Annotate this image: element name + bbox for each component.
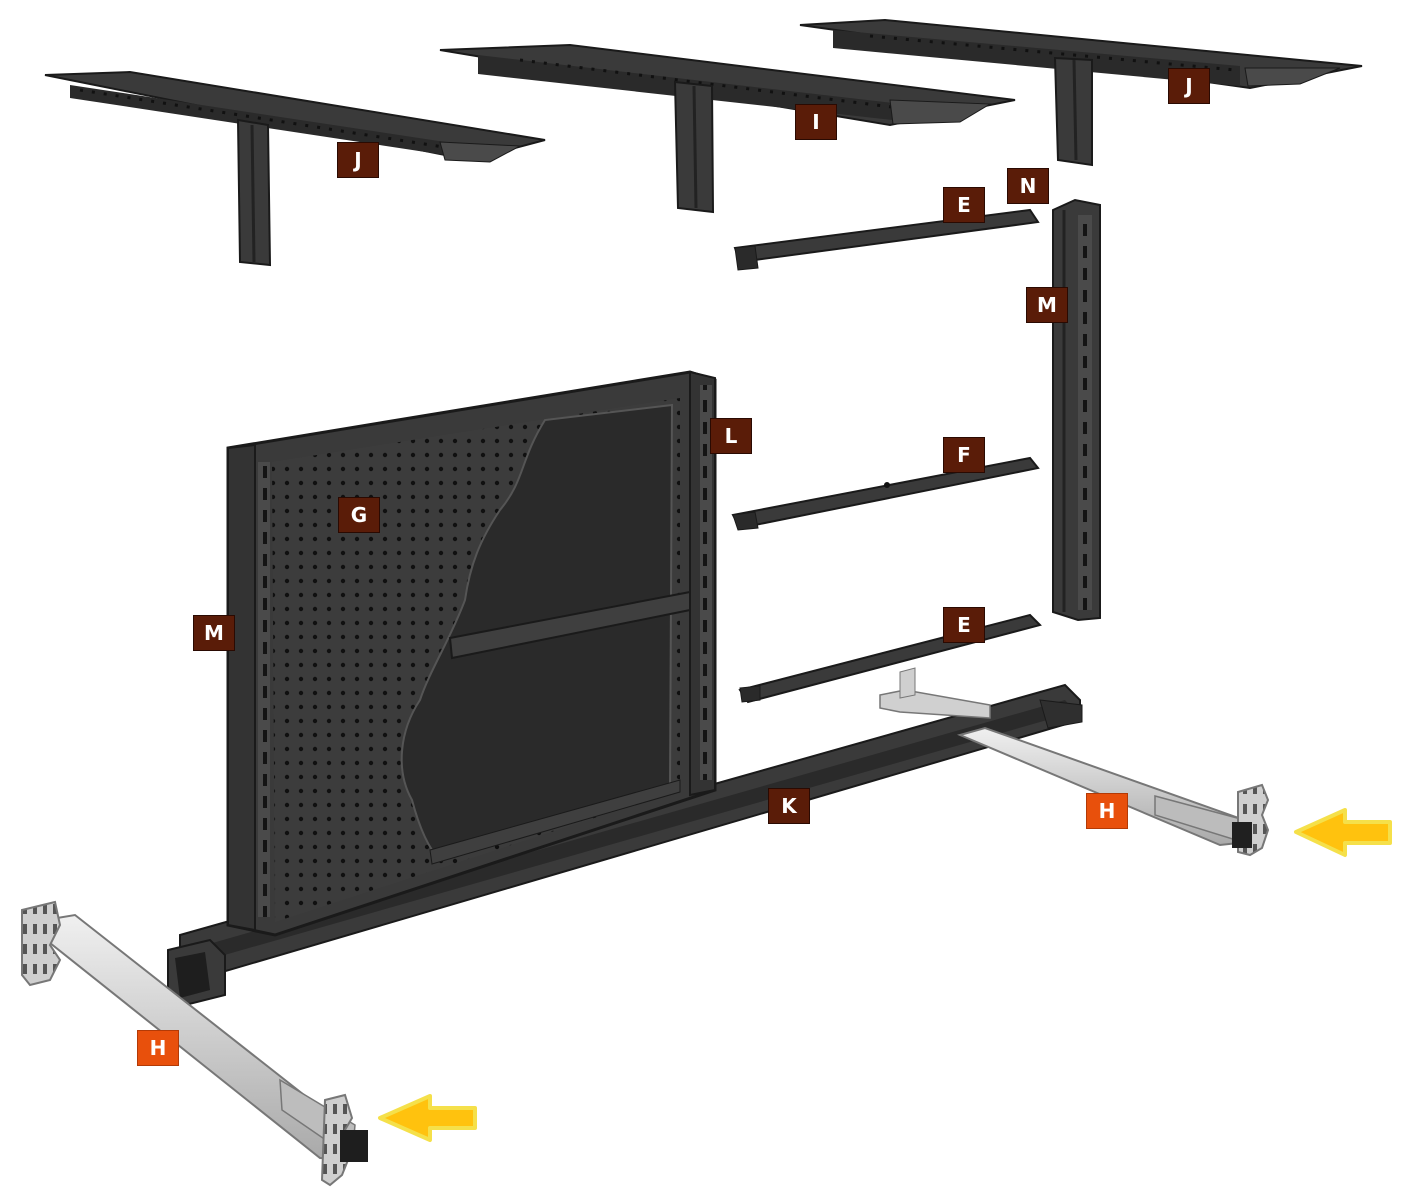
top-bracket-j-left — [44, 70, 546, 267]
base-rail-k — [167, 683, 1083, 1007]
label-n: N — [1007, 168, 1049, 204]
label-e-lower: E — [943, 607, 985, 643]
yellow-arrow-left-icon — [378, 1094, 477, 1142]
label-e-upper: E — [943, 187, 985, 223]
label-f: F — [943, 437, 985, 473]
shelf-beam-f-middle — [731, 456, 1040, 531]
label-j-right: J — [1168, 68, 1210, 104]
label-h-right: H — [1086, 793, 1128, 829]
label-m-right: M — [1026, 287, 1068, 323]
label-h-left: H — [137, 1030, 179, 1066]
shelf-beam-e-upper — [733, 208, 1040, 271]
base-bracket-h-right — [879, 667, 1270, 857]
shelf-beam-e-lower — [738, 613, 1042, 704]
upright-m-right — [1052, 198, 1101, 622]
label-j-left: J — [337, 142, 379, 178]
label-k: K — [768, 788, 810, 824]
label-m-left: M — [193, 615, 235, 651]
label-i-middle: I — [795, 104, 837, 140]
top-bracket-i-middle — [439, 43, 1016, 214]
base-bracket-h-left — [21, 900, 368, 1187]
yellow-arrow-left-icon — [1294, 808, 1392, 857]
label-g: G — [338, 497, 380, 533]
top-bracket-j-right — [799, 18, 1363, 167]
back-panel-g — [226, 370, 717, 937]
label-l: L — [710, 418, 752, 454]
